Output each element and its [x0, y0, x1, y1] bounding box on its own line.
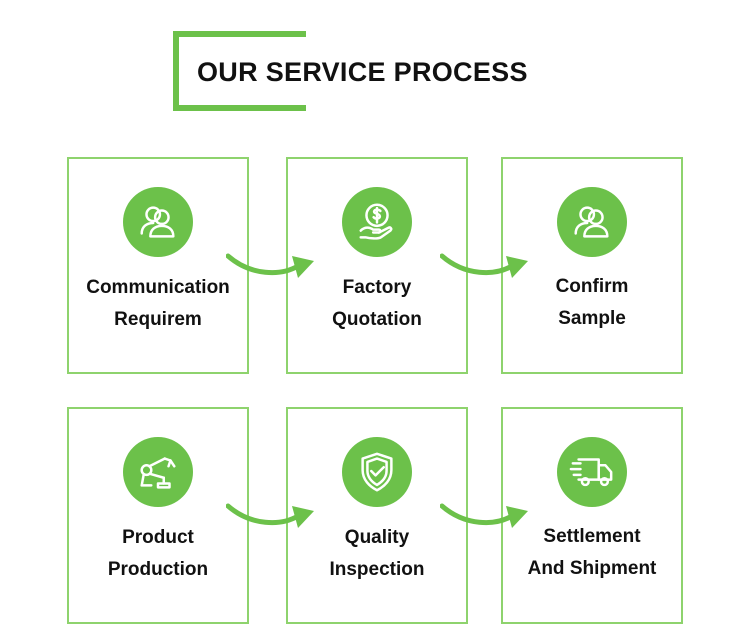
step-label-line1: Product [122, 527, 194, 548]
step-label-line1: Communication [86, 277, 230, 298]
step-label-line2: Requirem [114, 309, 202, 330]
step-card-factory-quotation: Factory Quotation [286, 157, 468, 374]
step-label-line1: Quality [344, 527, 410, 548]
robot-arm-icon [123, 437, 193, 507]
users-icon [123, 187, 193, 257]
step-card-quality-inspection: Quality Inspection [286, 407, 468, 624]
arrow-right-icon [440, 503, 528, 528]
step-label-line2: Production [107, 559, 209, 580]
step-label-line1: Settlement [543, 526, 641, 547]
step-card-product-production: Product Production [67, 407, 249, 624]
step-card-confirm-sample: Confirm Sample [501, 157, 683, 374]
truck-icon [557, 437, 627, 507]
title-frame [173, 31, 306, 111]
step-label-line2: Quotation [332, 309, 422, 330]
step-label-line1: Confirm [555, 276, 629, 297]
page-title: OUR SERVICE PROCESS [197, 57, 528, 87]
arrow-right-icon [226, 503, 314, 528]
step-label-line1: Factory [342, 277, 412, 298]
step-label-line2: Inspection [329, 559, 425, 580]
step-card-settlement-shipment: Settlement And Shipment [501, 407, 683, 624]
step-label-line2: Sample [558, 308, 626, 329]
users-icon [557, 187, 627, 257]
arrow-right-icon [440, 253, 528, 278]
step-label-line2: And Shipment [527, 558, 657, 579]
money-hand-icon [342, 187, 412, 257]
step-card-communication: Communication Requirem [67, 157, 249, 374]
shield-check-icon [342, 437, 412, 507]
arrow-right-icon [226, 253, 314, 278]
